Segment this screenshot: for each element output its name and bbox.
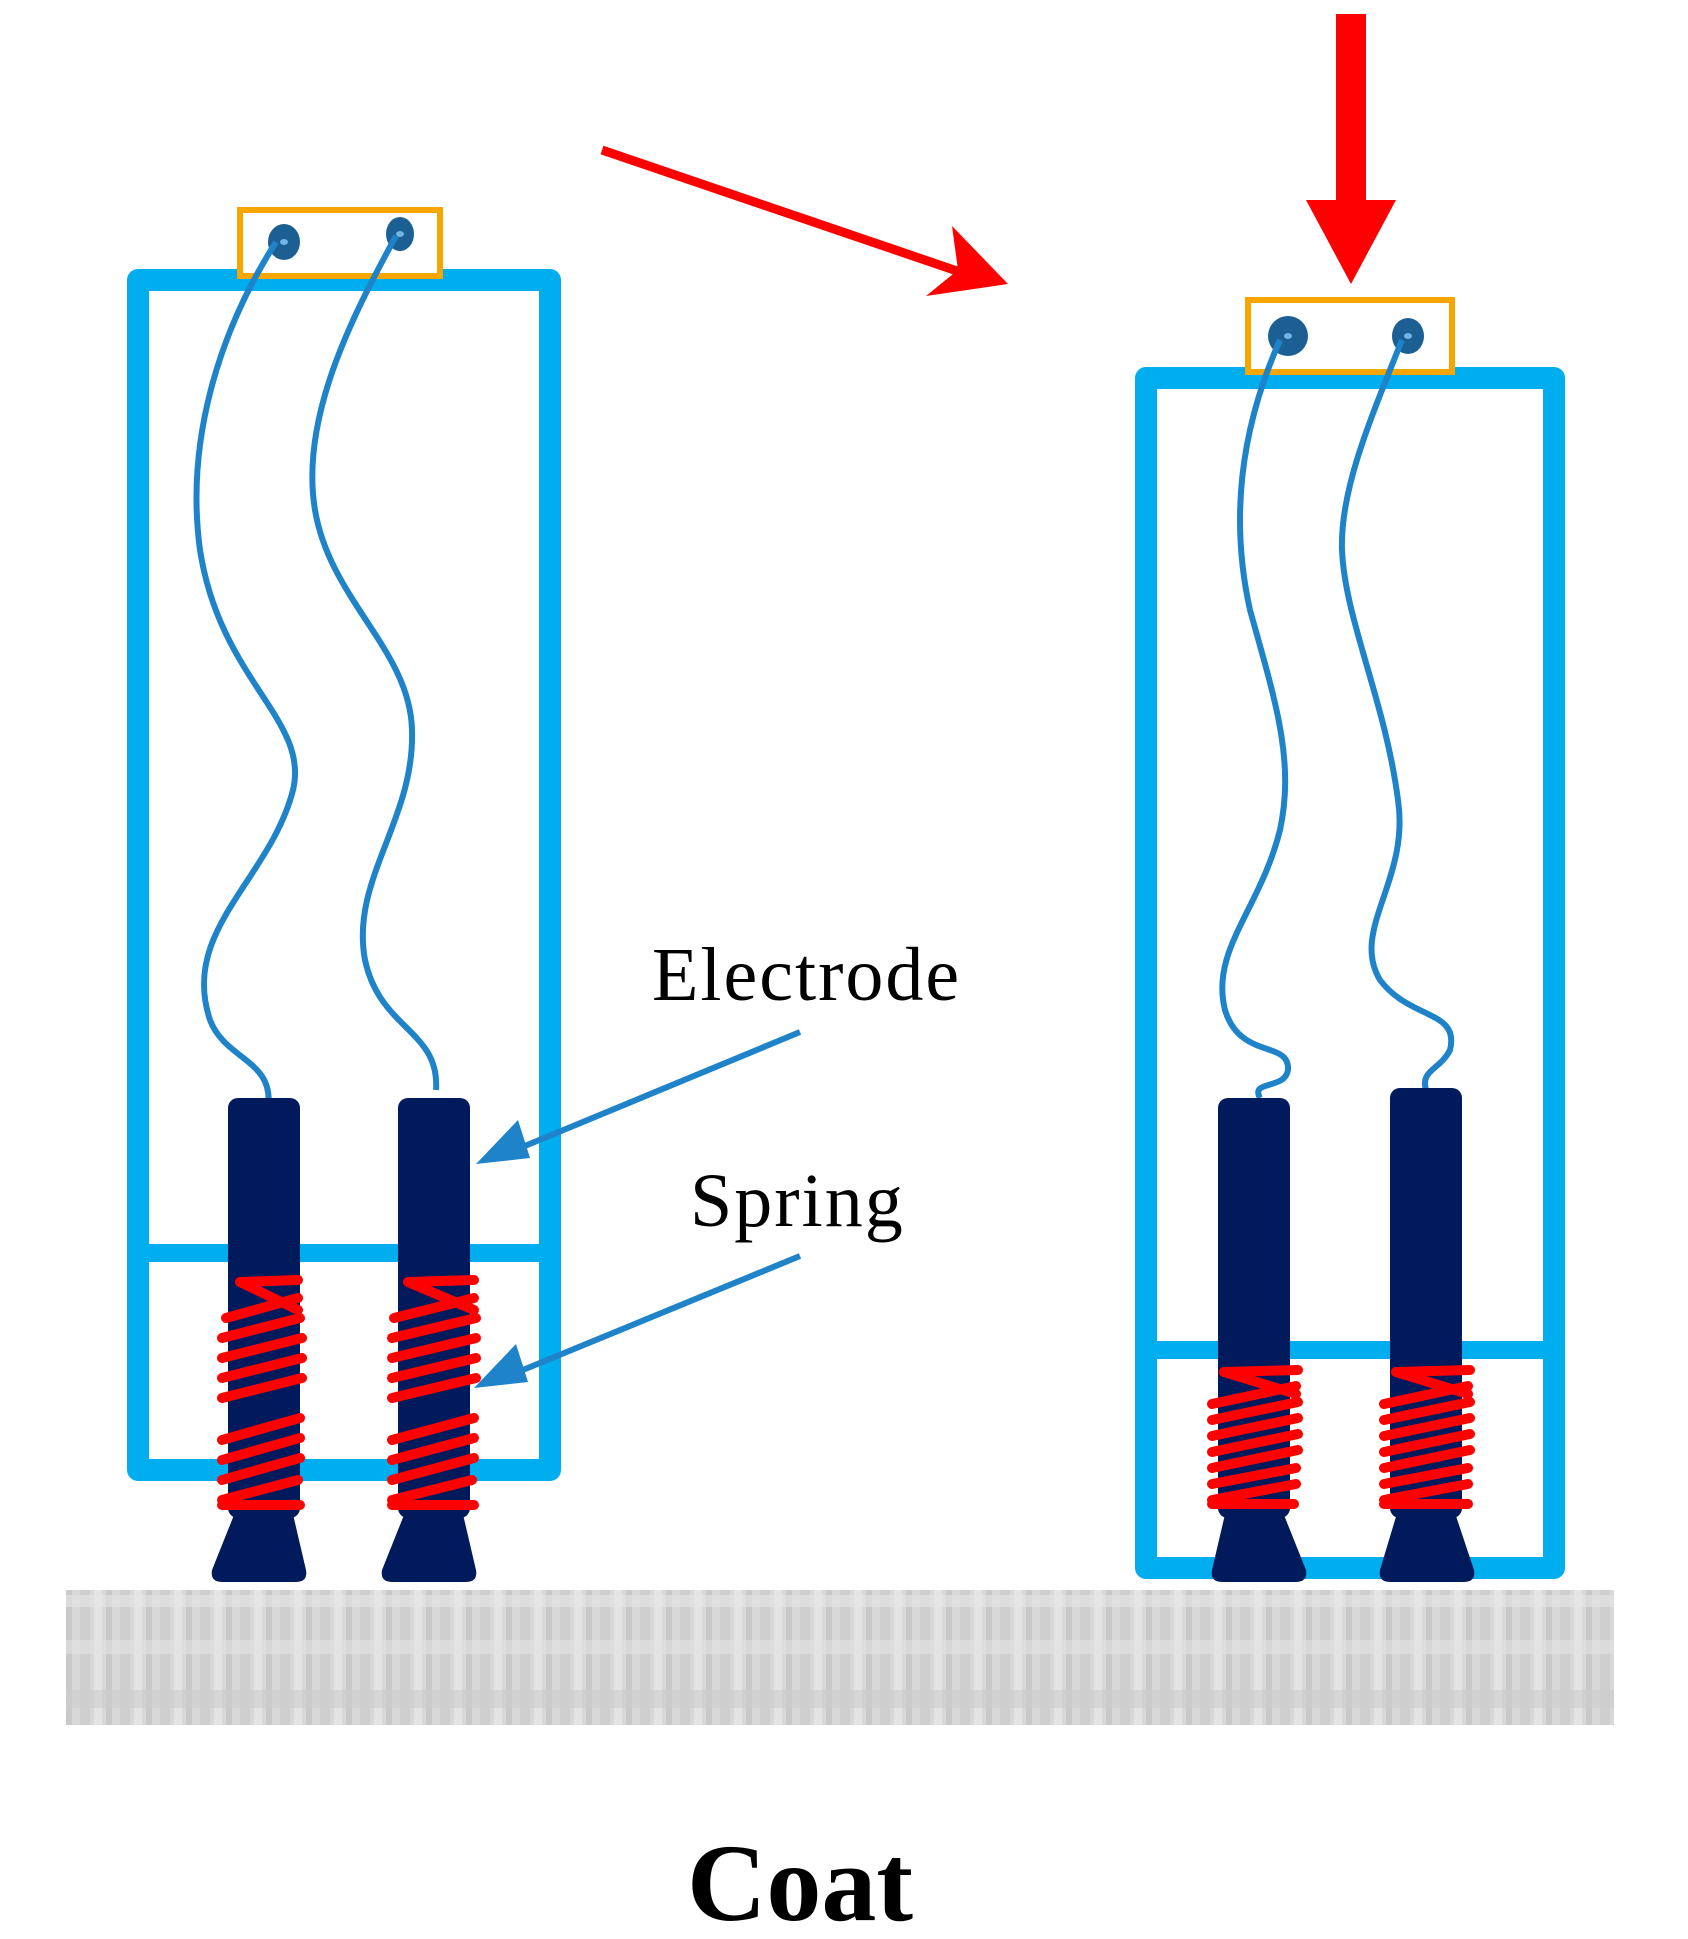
right-wire-2: [1338, 338, 1455, 1091]
left-spring-1: [217, 1275, 307, 1510]
left-spring-2: [387, 1275, 481, 1510]
transition-arrow: [600, 145, 1008, 296]
spring-pointer: [474, 1253, 802, 1388]
press-arrow: [1306, 14, 1396, 284]
right-spring-2: [1379, 1365, 1475, 1509]
right-housing: [1135, 367, 1565, 1579]
right-electrode-1: [1211, 1098, 1307, 1582]
right-sensor: [1135, 297, 1565, 1582]
spring-label: Spring: [690, 1159, 905, 1243]
right-wire-1: [1219, 338, 1291, 1100]
left-wire-2: [309, 234, 440, 1091]
left-wire-1: [193, 240, 298, 1109]
left-sensor: [127, 207, 561, 1582]
coat-surface: [66, 1590, 1614, 1725]
electrode-pointer: [476, 1029, 802, 1164]
right-spring-1: [1207, 1365, 1303, 1509]
left-housing: [127, 269, 561, 1481]
electrode-label: Electrode: [652, 933, 961, 1017]
coat-label: Coat: [687, 1822, 913, 1939]
